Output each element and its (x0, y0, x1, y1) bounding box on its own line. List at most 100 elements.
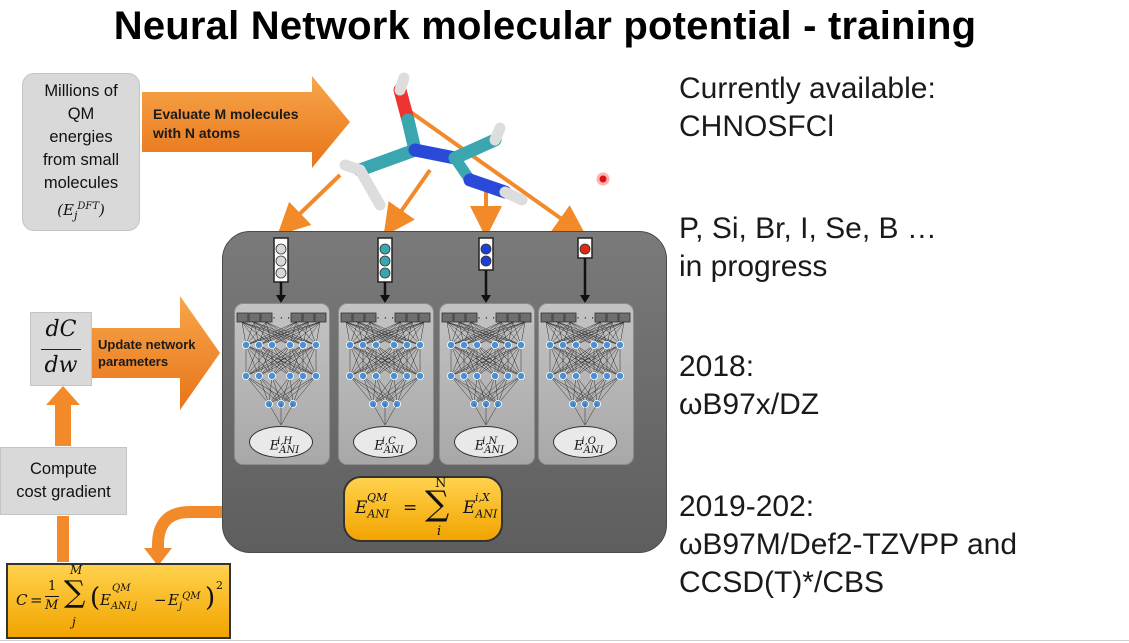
mol-arrow-o (403, 106, 587, 237)
network-edge (289, 321, 309, 346)
gradient-box-line: Compute (30, 460, 97, 478)
network-edge (584, 375, 621, 405)
network-edge (596, 375, 608, 405)
cost-lower-limit: j (72, 615, 76, 629)
cost-gradient-box: Compute cost gradient (0, 447, 127, 515)
input-node (465, 312, 478, 323)
hidden-node (402, 340, 411, 349)
input-node (606, 312, 619, 323)
network-edge (575, 375, 598, 405)
network-edge (562, 344, 577, 377)
network-edge (476, 375, 499, 405)
network-edge (369, 321, 421, 346)
input-node (594, 312, 607, 323)
network-edge (470, 321, 509, 346)
network-edge (450, 344, 478, 377)
network-edge (458, 321, 496, 346)
network-edge (450, 321, 514, 346)
evaluate-arrow-label: Evaluate M molecules with N atoms (153, 105, 299, 143)
available-line: Currently available: (679, 72, 936, 105)
network-edge (562, 321, 625, 346)
network-edge (268, 375, 317, 405)
network-edge (406, 321, 425, 346)
input-node (364, 312, 377, 323)
network-edge (302, 344, 317, 377)
energy-label-n: EANIi,N (454, 426, 518, 458)
sum-formula-box: EANI QM = N ∑ i EANI i,X (343, 476, 503, 542)
hidden-node (503, 371, 512, 380)
network-edge (349, 321, 359, 346)
network-edge (476, 344, 522, 377)
hidden-node (371, 371, 380, 380)
network-edge (265, 321, 317, 346)
network-edge (372, 403, 386, 426)
cost-open-paren: ( (90, 583, 101, 613)
network-edge (575, 344, 621, 377)
sum-to-cost-arrowhead (144, 548, 172, 566)
qm-box-line: QM (67, 105, 95, 123)
network-edge (268, 375, 273, 405)
input-node (441, 312, 454, 323)
network-edge (245, 344, 273, 377)
network-edge (349, 344, 421, 377)
network-edge (549, 344, 595, 377)
hidden-node (241, 371, 250, 380)
network-edge (494, 344, 522, 377)
network-edge (485, 375, 496, 405)
cost-equals: = (30, 591, 43, 609)
cost-frac-num: 1 (48, 579, 57, 594)
network-edge (362, 321, 371, 346)
dcdw-numerator: dC (45, 317, 77, 342)
network-edge (562, 344, 621, 377)
hidden-node (241, 340, 250, 349)
atom-dot (379, 243, 391, 255)
input-node (302, 312, 315, 323)
atom-dot (579, 243, 591, 255)
input-node (340, 312, 353, 323)
year-2019-block: 2019-202: ωB97M/Def2-TZVPP and CCSD(T)*/… (679, 488, 1017, 602)
atom-dot (275, 267, 287, 279)
network-edge (396, 375, 421, 405)
energy-label-c: EANIi,C (353, 426, 417, 458)
network-edge (375, 375, 386, 405)
hidden-node (389, 340, 398, 349)
hidden-node (590, 371, 599, 380)
hidden-node (546, 340, 555, 349)
input-node (248, 312, 261, 323)
network-edge (245, 344, 260, 377)
atom-dot (379, 267, 391, 279)
network-edge (450, 344, 465, 377)
network-edge (497, 375, 509, 405)
hidden-node (267, 371, 276, 380)
cost-frac-bar (45, 596, 59, 597)
network-edge (372, 375, 377, 405)
hidden-node (616, 340, 625, 349)
network-edge (372, 375, 395, 405)
network-edge (494, 321, 514, 346)
subnet-o: EANIi,O (538, 303, 634, 465)
cost-sigma: ∑ (64, 575, 86, 610)
ellipsis: · · · (576, 310, 595, 324)
input-node (314, 312, 327, 323)
ellipsis: · · · (477, 310, 496, 324)
update-arrow-line: Update network (98, 337, 196, 352)
network-edge (289, 344, 304, 377)
network-edge (265, 321, 304, 346)
network-edge (470, 321, 496, 346)
network-edge (593, 321, 613, 346)
hidden-node (402, 371, 411, 380)
cost-to-gradient-line (57, 516, 69, 562)
qm-box-symbol: (EjDFT) (57, 201, 105, 222)
network-edge (384, 375, 408, 405)
network-edge (470, 321, 522, 346)
up-arrow-shape (46, 386, 80, 446)
input-node (453, 312, 466, 323)
network-edge (258, 321, 267, 346)
cost-formula-box: C = 1 M M ∑ j ( EANI,j QM − EjQM ) 2 (6, 563, 231, 639)
hidden-node (503, 340, 512, 349)
network-edge (393, 344, 421, 377)
network-edge (593, 321, 625, 346)
network-edge (271, 375, 282, 405)
